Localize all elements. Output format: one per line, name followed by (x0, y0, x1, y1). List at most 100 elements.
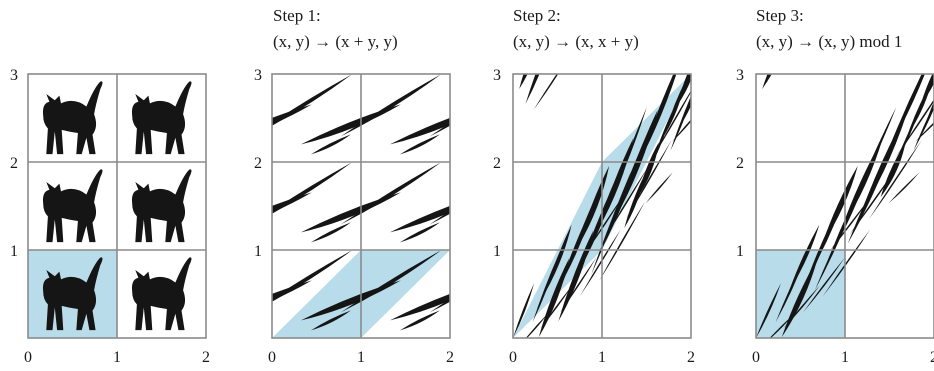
sheared-cat-legs (310, 310, 351, 331)
x-tick-label: 2 (446, 349, 454, 366)
sheared-cat-tail (340, 250, 441, 313)
step-formula: (x, y) → (x, y) mod 1 (756, 32, 902, 51)
y-tick-label: 3 (736, 67, 744, 84)
cat-silhouette (42, 257, 103, 331)
sheared-cat-legs (222, 310, 262, 330)
streak (545, 224, 572, 292)
sheared-cat-legs (399, 134, 440, 155)
streak (888, 172, 920, 204)
streak (692, 83, 724, 126)
streak (586, 195, 624, 251)
streak (762, 74, 772, 89)
streak (644, 74, 677, 152)
x-tick-label: 2 (687, 349, 695, 366)
streak (525, 74, 540, 104)
sheared-cat-body (389, 205, 450, 233)
step-title: Step 2: (513, 6, 561, 25)
streak (624, 173, 646, 228)
sheared-cat-tail (272, 74, 352, 126)
panel-content (28, 81, 192, 338)
streak (781, 258, 818, 338)
step-formula: (x, y) → (x, x + y) (513, 32, 639, 51)
step-formula: (x, y) → (x + y, y) (273, 32, 398, 51)
cat-silhouette (131, 257, 192, 331)
y-tick-label: 2 (10, 155, 18, 172)
streak (525, 313, 549, 338)
streak (558, 230, 594, 322)
streak (907, 80, 933, 136)
y-tick-label: 1 (10, 243, 18, 260)
x-tick-label: 2 (930, 349, 934, 366)
panel-1: 0 1 2 1 2 3 (10, 67, 210, 366)
y-tick-label: 3 (10, 67, 18, 84)
streak (565, 196, 596, 276)
cat-silhouette (131, 169, 192, 243)
panel-4: Step 3: (x, y) → (x, y) mod 1 0 1 2 1 2 3 (736, 6, 934, 366)
sheared-cat-legs (399, 222, 440, 243)
x-tick-label: 1 (113, 349, 121, 366)
streak (599, 201, 645, 281)
x-tick-label: 0 (268, 349, 276, 366)
x-tick-label: 1 (841, 349, 849, 366)
x-tick-label: 1 (357, 349, 365, 366)
panel-2: Step 1: (x, y) → (x + y, y) 0 1 2 1 2 3 (222, 6, 454, 366)
streak (847, 140, 895, 244)
x-tick-label: 0 (752, 349, 760, 366)
panel-frame (27, 73, 207, 339)
panel-frame (271, 73, 451, 339)
sheared-cat-tail (340, 162, 441, 225)
step-title: Step 1: (273, 6, 321, 25)
y-tick-label: 3 (493, 67, 501, 84)
step-title: Step 3: (756, 6, 804, 25)
y-tick-label: 3 (254, 67, 262, 84)
panel-content (222, 74, 450, 338)
streak (756, 283, 781, 338)
streak (532, 255, 559, 323)
y-tick-label: 2 (254, 155, 262, 172)
sheared-cat-legs (310, 222, 351, 243)
sheared-cat-legs (310, 134, 351, 155)
streak (913, 103, 934, 151)
x-tick-label: 2 (202, 349, 210, 366)
sheared-cat-legs (222, 222, 262, 242)
x-tick-label: 0 (24, 349, 32, 366)
streak (513, 283, 535, 338)
streak (664, 80, 686, 136)
streak (645, 172, 673, 204)
sheared-cat-tail (272, 250, 352, 302)
streak (533, 74, 559, 110)
panel-frame (755, 73, 934, 339)
streak (538, 258, 570, 338)
y-tick-label: 1 (254, 243, 262, 260)
cat-silhouette (42, 81, 103, 155)
sheared-cat-tail (340, 74, 441, 137)
streak (803, 257, 846, 313)
streak (606, 167, 648, 235)
panel-content (756, 74, 934, 338)
sheared-cat-body (389, 117, 450, 145)
sheared-cat-tail (429, 122, 450, 137)
streak (579, 229, 621, 297)
streak (880, 142, 906, 198)
x-tick-label: 0 (509, 349, 517, 366)
sheared-cat-legs (399, 310, 440, 331)
streak (822, 229, 871, 297)
streak (670, 95, 691, 151)
y-tick-label: 1 (736, 243, 744, 260)
streak (519, 74, 528, 89)
streak (775, 255, 806, 323)
x-tick-label: 1 (598, 349, 606, 366)
panel-3: Step 2: (x, y) → (x, x + y) 0 1 2 1 2 3 (493, 6, 724, 366)
sheared-cat-legs (222, 134, 262, 154)
sheared-cat-tail (429, 298, 450, 313)
y-tick-label: 1 (493, 243, 501, 260)
y-tick-label: 2 (736, 155, 744, 172)
cat-silhouette (131, 81, 192, 155)
y-tick-label: 2 (493, 155, 501, 172)
cat-silhouette (42, 169, 103, 243)
sheared-cat-body (389, 293, 450, 321)
sheared-cat-tail (272, 162, 352, 214)
panel-content (513, 74, 724, 338)
streak (869, 140, 922, 219)
